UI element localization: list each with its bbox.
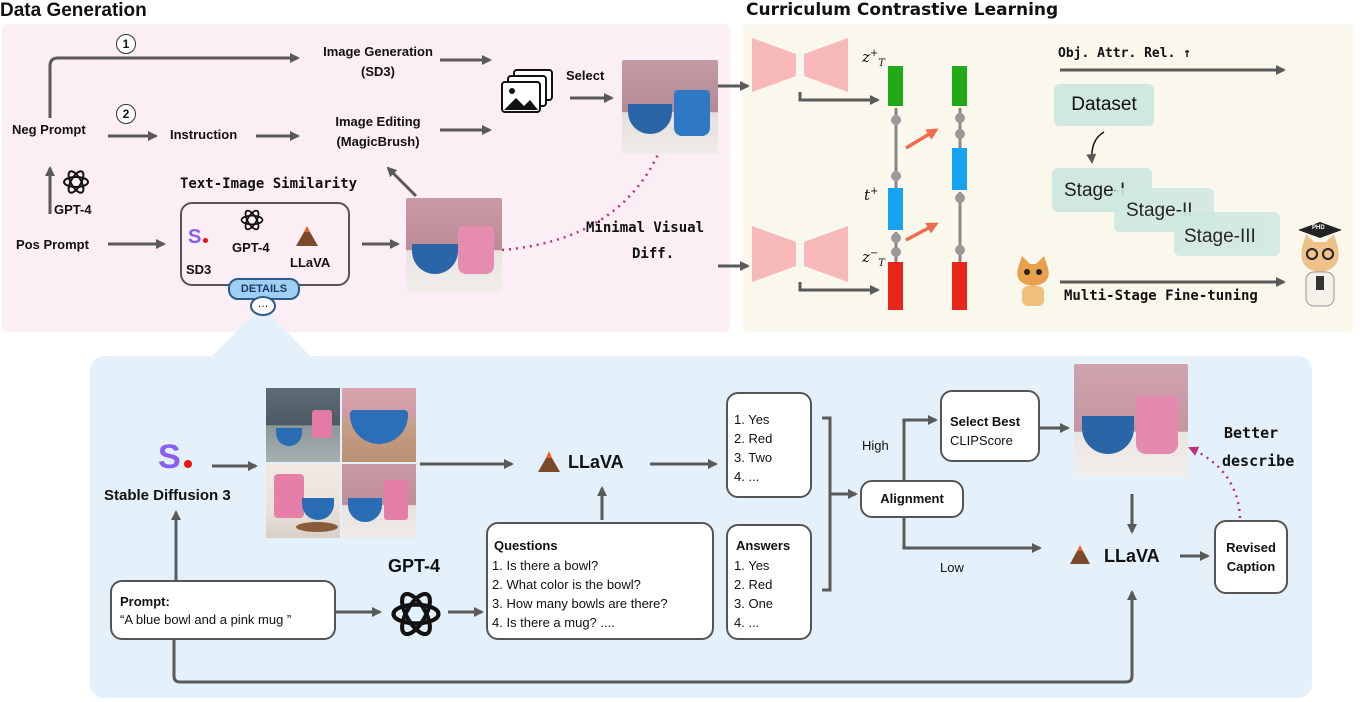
z-neg-symbol: z−T <box>862 248 885 269</box>
low-label: Low <box>940 560 964 575</box>
question-2: 2. What color is the bowl? <box>492 577 641 592</box>
sample-image-3 <box>266 464 340 538</box>
question-3: 3. How many bowls are there? <box>492 596 668 611</box>
multi-stage-label: Multi-Stage Fine-tuning <box>1064 288 1258 304</box>
generated-image <box>406 198 502 292</box>
sd3-logo-icon: S <box>188 226 209 249</box>
questions-title: Questions <box>494 538 558 553</box>
revised-label: Revised <box>1226 540 1276 555</box>
caption-label: Caption <box>1226 559 1276 574</box>
select-best-box: Select Best CLIPScore <box>940 390 1040 462</box>
openai-logo-icon <box>60 166 92 198</box>
answer-2: 2. Red <box>734 577 773 592</box>
red-arrows <box>905 128 939 242</box>
openai-logo-icon-2 <box>238 206 266 234</box>
answer-3: 3. One <box>734 596 774 611</box>
minimal-visual-label: Minimal Visual <box>586 220 705 236</box>
phd-cap-label: PHD <box>1312 225 1325 231</box>
details-expand-icon[interactable]: … <box>250 296 276 316</box>
t-pos-vector-2 <box>952 148 967 190</box>
llava-answer-3: 3. Two <box>734 450 773 465</box>
dataset-box: Dataset <box>1054 84 1154 126</box>
llava-answer-2: 2. Red <box>734 431 773 446</box>
z-pos-symbol: z+T <box>862 48 885 69</box>
volcano-icon <box>294 224 320 248</box>
question-4: 4. Is there a mug? .... <box>492 615 615 630</box>
t-pos-vector <box>888 188 903 230</box>
z-neg-vector-2 <box>952 262 967 310</box>
text-encoder-top <box>752 38 848 92</box>
answer-4: 4. ... <box>734 615 760 630</box>
stage3-box: Stage-III <box>1174 212 1280 256</box>
t-pos-symbol: t+ <box>864 186 879 204</box>
text-encoder-bottom <box>752 226 848 282</box>
graduate-cat-icon: PHD <box>1292 220 1348 312</box>
image-editing-label: Image Editing <box>335 114 421 129</box>
clipscore-label: CLIPScore <box>950 433 1013 448</box>
select-best-label: Select Best <box>950 414 1021 429</box>
sample-image-1 <box>266 388 340 462</box>
answers-title: Answers <box>736 538 791 553</box>
kitten-icon <box>1012 254 1054 310</box>
details-callout <box>210 306 312 358</box>
z-pos-vector-2 <box>952 66 967 106</box>
llava-answers-box: 1. Yes 2. Red 3. Two 4. ... <box>726 392 812 498</box>
llava-answer-4: 4. ... <box>734 469 760 484</box>
text-image-similarity-label: Text-Image Similarity <box>180 176 358 192</box>
llava-mid-label: LLaVA <box>568 452 624 472</box>
answer-1: 1. Yes <box>734 558 770 573</box>
image-stack-icon <box>500 68 556 116</box>
neg-prompt-label: Neg Prompt <box>12 122 86 137</box>
stable-diffusion-label: Stable Diffusion 3 <box>104 487 231 504</box>
stable-diffusion-logo-icon: S <box>158 438 192 477</box>
high-label: High <box>862 438 889 453</box>
sample-image-2 <box>342 388 416 462</box>
sim-llava-label: LLaVA <box>290 255 331 270</box>
describe-label: describe <box>1222 452 1295 470</box>
data-generation-panel <box>2 24 730 332</box>
bottom-arrows <box>171 415 1210 684</box>
vector-dots <box>891 113 965 257</box>
alignment-box: Alignment <box>860 480 964 518</box>
revised-caption-box: Revised Caption <box>1214 520 1288 594</box>
question-1: 1. Is there a bowl? <box>492 558 599 573</box>
better-label: Better <box>1224 424 1279 442</box>
volcano-icon-2 <box>536 448 562 474</box>
prompt-label: Prompt: <box>120 594 170 609</box>
diff-label: Diff. <box>632 246 675 262</box>
image-generation-label: Image Generation <box>323 44 433 59</box>
gpt4-big-label: GPT-4 <box>388 556 441 576</box>
data-generation-title: Data Generation <box>0 0 147 21</box>
z-pos-vector <box>888 66 903 106</box>
pos-prompt-label: Pos Prompt <box>16 237 89 252</box>
questions-box: Questions 1. Is there a bowl? 2. What co… <box>486 522 714 640</box>
prompt-text: “A blue bowl and a pink mug ” <box>120 612 292 627</box>
openai-logo-large-icon <box>386 584 446 644</box>
top-left-arrows <box>45 53 750 271</box>
prompt-box: Prompt: “A blue bowl and a pink mug ” <box>110 580 336 640</box>
sample-images-grid <box>266 388 418 540</box>
best-image <box>1074 364 1188 476</box>
sd3-paren-label: (SD3) <box>361 64 395 79</box>
magicbrush-paren-label: (MagicBrush) <box>336 134 420 149</box>
step-2-badge: 2 <box>116 104 136 124</box>
sim-gpt4-label: GPT-4 <box>232 240 270 255</box>
sample-image-4 <box>342 464 416 538</box>
select-label: Select <box>566 68 605 83</box>
llava-right-label: LLaVA <box>1104 546 1160 566</box>
step-1-badge: 1 <box>116 34 136 54</box>
instruction-label: Instruction <box>170 127 238 142</box>
top-right-arrows <box>798 65 1286 295</box>
gpt4-label: GPT-4 <box>54 202 92 217</box>
answers-box: Answers 1. Yes 2. Red 3. One 4. ... <box>726 524 812 640</box>
edited-image <box>622 60 718 154</box>
obj-attr-rel-label: Obj. Attr. Rel. ↑ <box>1058 46 1192 61</box>
llava-answer-1: 1. Yes <box>734 412 770 427</box>
sim-sd3-label: SD3 <box>186 262 212 277</box>
z-neg-vector <box>888 262 903 310</box>
volcano-icon-3 <box>1068 542 1092 566</box>
curriculum-title: Curriculum Contrastive Learning <box>746 0 1059 20</box>
